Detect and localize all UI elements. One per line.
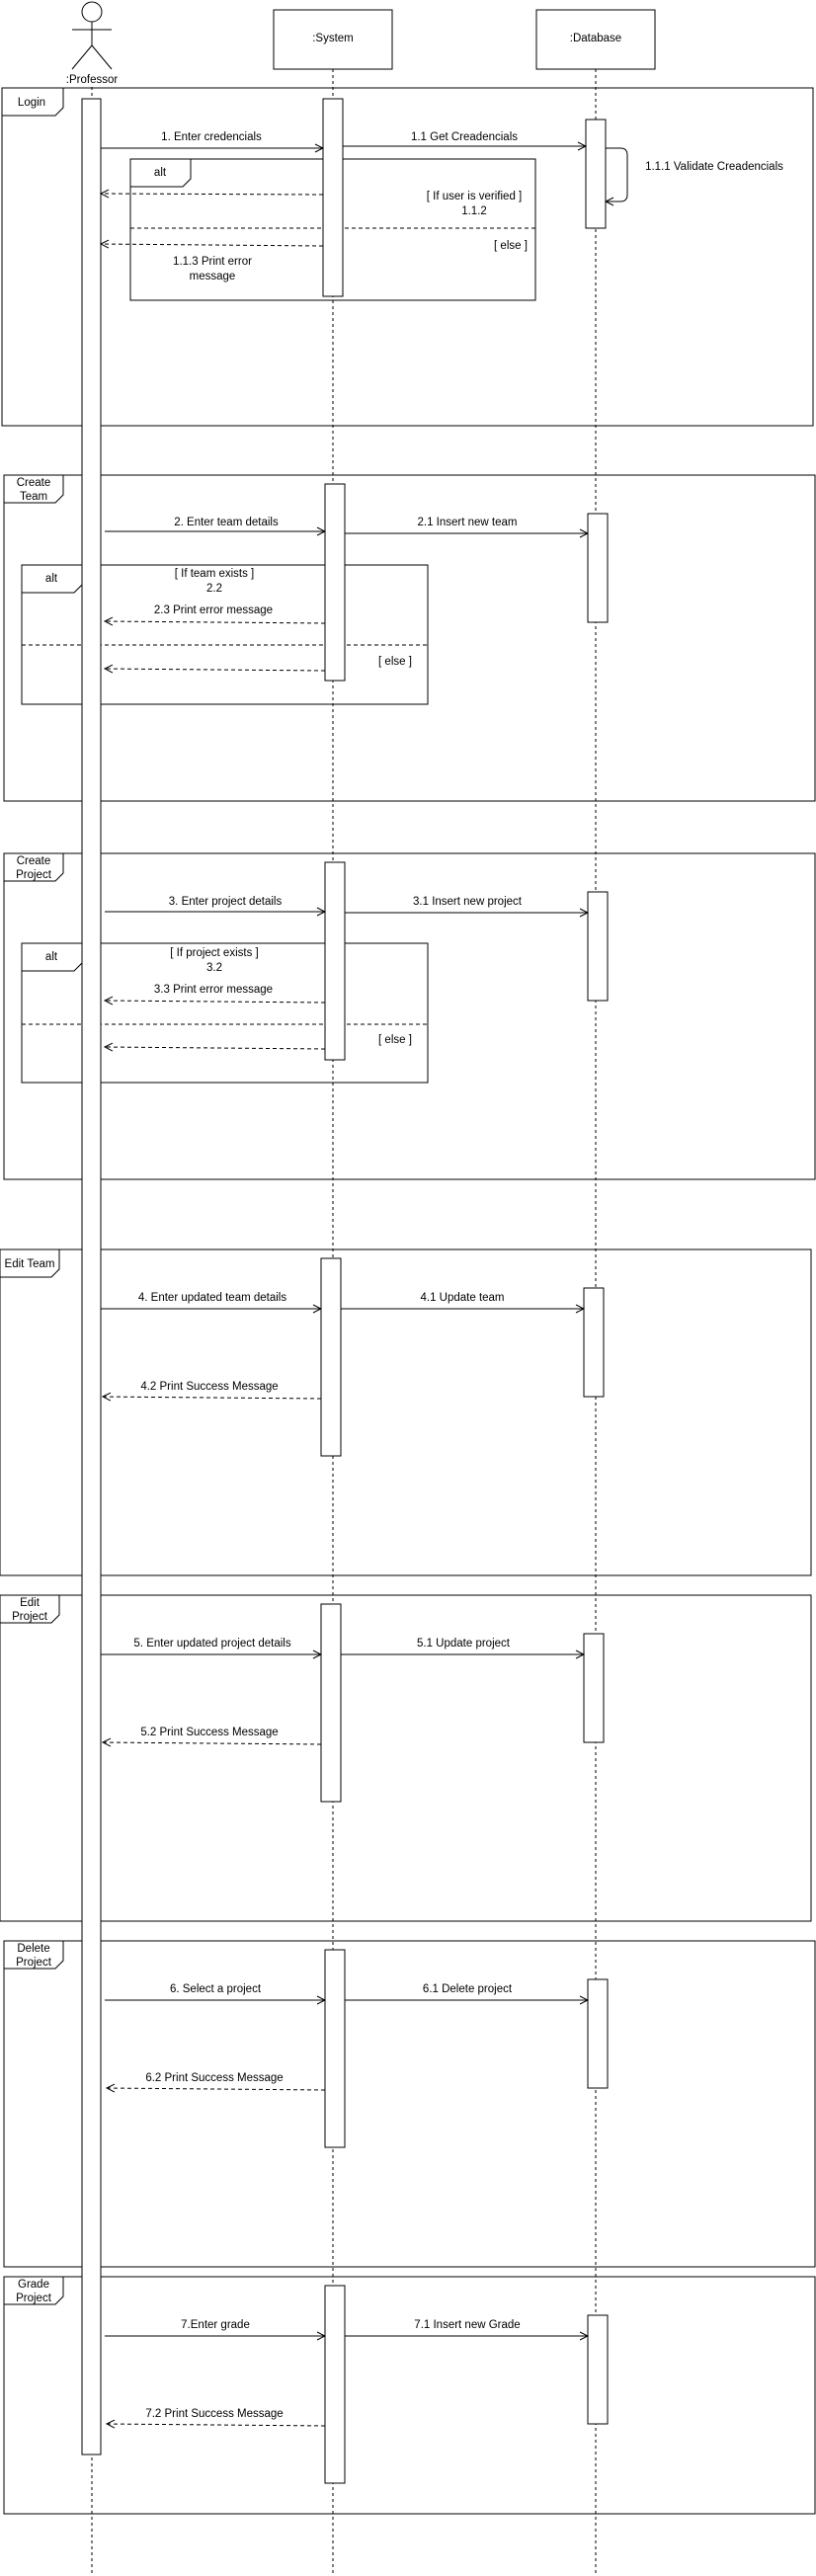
alt-login-label: alt	[154, 167, 167, 179]
message-labels: 1. Enter credencials 1.1 Get Creadencial…	[133, 131, 783, 2420]
label-m1: 1. Enter credencials	[161, 131, 262, 143]
fragment-login-label: Login	[18, 97, 45, 109]
label-m1-1-3-line1: 1.1.3 Print error	[173, 256, 252, 268]
fragment-delete-project	[3, 1940, 816, 2268]
label-m3: 3. Enter project details	[169, 896, 283, 908]
label-m6-2: 6.2 Print Success Message	[145, 2072, 283, 2084]
alt-create-team	[21, 564, 429, 705]
guard-else-create-project: [ else ]	[378, 1034, 412, 1046]
activation-database-edit-team	[583, 1287, 605, 1398]
label-m6: 6. Select a project	[170, 1983, 262, 1995]
arrow-m7-2	[107, 2424, 326, 2426]
activation-professor	[81, 98, 102, 2455]
activation-system-create-team	[324, 483, 346, 682]
fragment-create-team-label-1: Create	[17, 477, 51, 489]
activation-system-create-project	[324, 861, 346, 1061]
fragment-delete-project-label-2: Project	[16, 1957, 52, 1969]
fragment-grade-project-label-2: Project	[16, 2293, 52, 2304]
label-m5-2: 5.2 Print Success Message	[140, 1727, 278, 1738]
activation-database-edit-project	[583, 1633, 605, 1743]
fragment-edit-team	[0, 1248, 812, 1576]
label-m1-1-3-line2: message	[190, 271, 236, 282]
label-m4-2: 4.2 Print Success Message	[140, 1381, 278, 1393]
guard-project-exists: [ If project exists ]	[170, 947, 258, 959]
label-m3-3: 3.3 Print error message	[154, 984, 273, 996]
activation-system-login	[322, 98, 344, 297]
fragment-grade-project-label-1: Grade	[18, 2279, 49, 2291]
activation-system-edit-team	[320, 1257, 342, 1457]
label-m1-1-2: 1.1.2	[461, 205, 487, 217]
fragment-delete-project-label-1: Delete	[17, 1943, 49, 1955]
activation-database-login	[585, 119, 607, 229]
activation-system-edit-project	[320, 1603, 342, 1803]
label-m3-2: 3.2	[206, 962, 222, 974]
fragment-edit-team-label: Edit Team	[5, 1258, 55, 1270]
participant-system[interactable]: :System	[273, 9, 393, 70]
fragment-labels: Login Create Team Create Project Edit Te…	[5, 97, 167, 2304]
label-m5-1: 5.1 Update project	[417, 1638, 511, 1650]
activation-database-create-project	[587, 891, 609, 1002]
activation-database-create-team	[587, 513, 609, 623]
guard-user-verified: [ If user is verified ]	[427, 191, 523, 202]
activation-system-grade-project	[324, 2285, 346, 2484]
fragment-edit-project-label-1: Edit	[20, 1597, 41, 1609]
alt-create-team-label: alt	[45, 573, 58, 585]
arrow-m2-2	[105, 669, 326, 671]
label-m6-1: 6.1 Delete project	[423, 1983, 513, 1995]
fragment-login	[1, 87, 814, 427]
fragment-grade-project	[3, 2276, 816, 2515]
activation-database-delete-project	[587, 1978, 609, 2089]
lifelines	[91, 69, 597, 2576]
actor-professor-label: :Professor	[66, 74, 119, 86]
arrow-m3-3	[105, 1001, 326, 1003]
label-m2-2: 2.2	[206, 583, 222, 595]
activation-database-grade-project	[587, 2314, 609, 2425]
activation-bars	[81, 98, 609, 2484]
label-m2-1: 2.1 Insert new team	[418, 517, 518, 528]
fragment-frames	[0, 87, 816, 2515]
label-m7-2: 7.2 Print Success Message	[145, 2408, 283, 2420]
arrow-m2-3	[105, 621, 326, 623]
messages	[101, 146, 628, 2426]
arrow-m4-2	[103, 1397, 322, 1399]
label-m7-1: 7.1 Insert new Grade	[414, 2319, 520, 2331]
fragment-create-project-label-1: Create	[17, 855, 51, 867]
label-m7: 7.Enter grade	[181, 2319, 250, 2331]
label-m4-1: 4.1 Update team	[420, 1292, 504, 1304]
fragment-create-team	[3, 474, 816, 802]
label-m2-3: 2.3 Print error message	[154, 604, 273, 616]
label-m2: 2. Enter team details	[174, 517, 279, 528]
fragment-edit-project	[0, 1594, 812, 1922]
actor-professor[interactable]	[71, 1, 113, 70]
label-m3-1: 3.1 Insert new project	[413, 896, 523, 908]
participant-database-label: :Database	[570, 33, 621, 44]
label-m1-1-1: 1.1.1 Validate Creadencials	[645, 161, 783, 173]
alt-create-project	[21, 942, 429, 1084]
guard-else-login: [ else ]	[494, 240, 528, 252]
alt-create-project-label: alt	[45, 951, 58, 963]
activation-system-delete-project	[324, 1949, 346, 2148]
fragment-create-project-label-2: Project	[16, 869, 52, 881]
arrow-m3-2	[105, 1047, 326, 1049]
arrow-m1-1-3	[101, 244, 324, 246]
fragment-create-project	[3, 852, 816, 1180]
arrow-m5-2	[103, 1742, 322, 1744]
label-m1-1: 1.1 Get Creadencials	[411, 131, 518, 143]
arrow-m1-1-1	[606, 147, 628, 201]
label-m4: 4. Enter updated team details	[138, 1292, 286, 1304]
label-m5: 5. Enter updated project details	[133, 1638, 290, 1650]
fragment-create-team-label-2: Team	[20, 491, 47, 503]
fragment-edit-project-label-2: Project	[12, 1611, 48, 1623]
participant-system-label: :System	[312, 33, 354, 44]
participant-database[interactable]: :Database	[535, 9, 656, 70]
arrow-m6-2	[107, 2088, 326, 2090]
guard-team-exists: [ If team exists ]	[175, 568, 255, 580]
guard-else-create-team: [ else ]	[378, 656, 412, 668]
arrow-m1-1-2	[101, 194, 324, 195]
